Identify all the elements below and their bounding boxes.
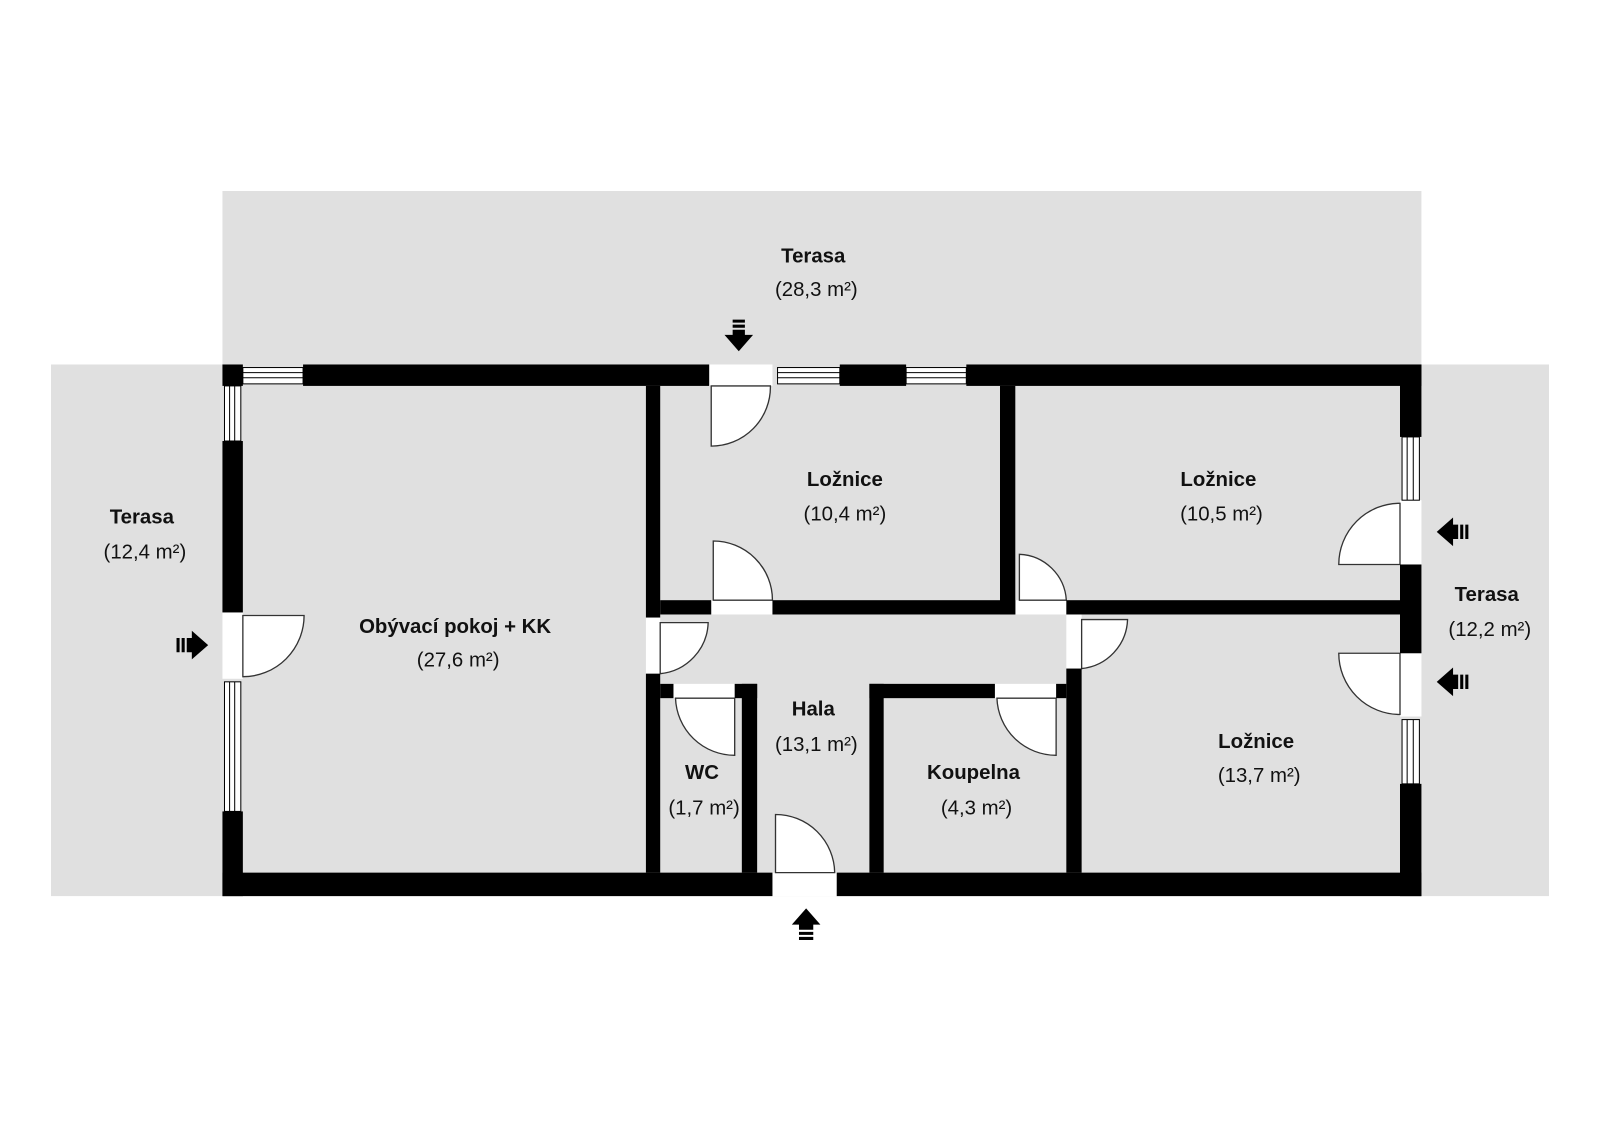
room-area: (12,4 m²): [104, 541, 187, 563]
room-area: (10,4 m²): [804, 504, 887, 526]
room-area: (13,1 m²): [775, 734, 858, 756]
room-name: Terasa: [110, 507, 175, 529]
room-name: WC: [685, 762, 719, 784]
room-name: Hala: [792, 698, 836, 720]
room-area: (13,7 m²): [1218, 765, 1301, 787]
terrace-right: [1419, 364, 1549, 897]
walls: [222, 364, 1422, 897]
room-area: (27,6 m²): [417, 650, 500, 672]
terrace-left: [51, 364, 225, 897]
room-area: (1,7 m²): [668, 797, 739, 819]
room-area: (4,3 m²): [941, 797, 1012, 819]
entrance-arrow-icon: [724, 319, 754, 352]
room-name: Ložnice: [1218, 731, 1294, 753]
room-area: (28,3 m²): [775, 279, 858, 301]
room-name: Terasa: [1455, 584, 1520, 606]
terrace-top: [222, 191, 1422, 366]
room-name: Obývací pokoj + KK: [359, 616, 551, 638]
entrance-arrow-icon: [791, 908, 821, 940]
room-name: Koupelna: [927, 762, 1021, 784]
entrance-arrow-icon: [1436, 667, 1469, 697]
room-area: (10,5 m²): [1180, 504, 1263, 526]
door-openings: [222, 364, 1422, 897]
interior-floor: [222, 364, 1422, 897]
room-name: Terasa: [781, 245, 846, 267]
door-swings: [242, 385, 1401, 874]
room-area: (12,2 m²): [1448, 619, 1531, 641]
room-name: Ložnice: [807, 469, 883, 491]
room-name: Ložnice: [1180, 469, 1256, 491]
entrance-arrow-icon: [1436, 517, 1469, 547]
